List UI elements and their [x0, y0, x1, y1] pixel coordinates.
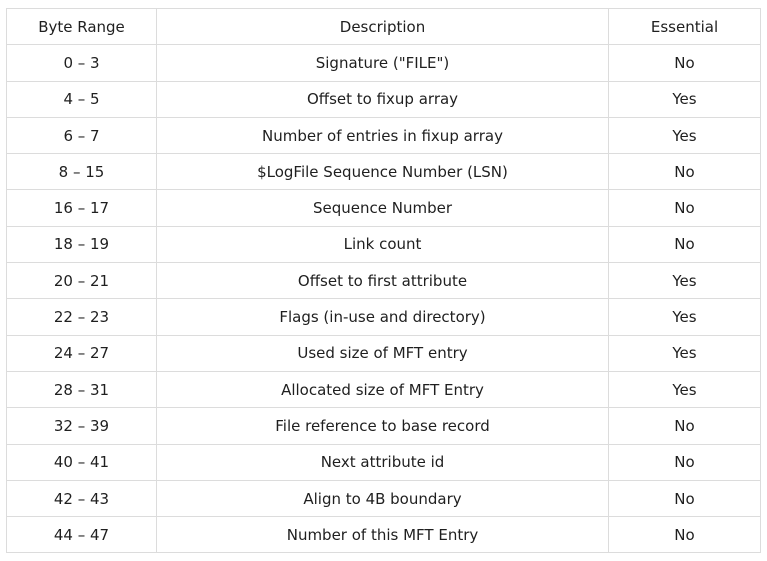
cell-essential: No [608, 516, 761, 554]
cell-byte-range: 20 – 21 [6, 262, 157, 300]
cell-description: Used size of MFT entry [156, 334, 609, 372]
cell-byte-range: 0 – 3 [6, 44, 157, 82]
cell-essential: Yes [608, 334, 761, 372]
cell-byte-range: 22 – 23 [6, 298, 157, 336]
cell-essential: No [608, 153, 761, 191]
cell-byte-range: 32 – 39 [6, 407, 157, 445]
cell-byte-range: 16 – 17 [6, 189, 157, 227]
cell-description: Align to 4B boundary [156, 479, 609, 518]
cell-description: Allocated size of MFT Entry [156, 370, 609, 409]
cell-description: Number of this MFT Entry [156, 516, 609, 554]
cell-essential: No [608, 225, 761, 264]
cell-description: Offset to first attribute [156, 262, 609, 300]
cell-description: Next attribute id [156, 443, 609, 481]
cell-essential: No [608, 189, 761, 227]
cell-byte-range: 6 – 7 [6, 116, 157, 155]
cell-byte-range: 24 – 27 [6, 334, 157, 372]
cell-essential: Yes [608, 80, 761, 118]
cell-essential: No [608, 479, 761, 518]
cell-essential: Yes [608, 370, 761, 409]
cell-byte-range: 42 – 43 [6, 479, 157, 518]
cell-description: File reference to base record [156, 407, 609, 445]
cell-description: Signature ("FILE") [156, 44, 609, 82]
cell-essential: No [608, 44, 761, 82]
cell-byte-range: 44 – 47 [6, 516, 157, 554]
cell-description: $LogFile Sequence Number (LSN) [156, 153, 609, 191]
cell-essential: Yes [608, 262, 761, 300]
cell-description: Flags (in-use and directory) [156, 298, 609, 336]
header-byte-range: Byte Range [6, 7, 157, 46]
table-header-row: Byte Range Description Essential [6, 7, 761, 46]
header-essential: Essential [608, 7, 761, 46]
cell-essential: Yes [608, 116, 761, 155]
cell-byte-range: 40 – 41 [6, 443, 157, 481]
cell-essential: Yes [608, 298, 761, 336]
cell-essential: No [608, 443, 761, 481]
cell-description: Link count [156, 225, 609, 264]
table-row: 8 – 15$LogFile Sequence Number (LSN)No [6, 153, 761, 191]
cell-description: Number of entries in fixup array [156, 116, 609, 155]
cell-byte-range: 4 – 5 [6, 80, 157, 118]
cell-byte-range: 28 – 31 [6, 370, 157, 409]
cell-description: Sequence Number [156, 189, 609, 227]
header-description: Description [156, 7, 609, 46]
cell-byte-range: 8 – 15 [6, 153, 157, 191]
cell-description: Offset to fixup array [156, 80, 609, 118]
cell-byte-range: 18 – 19 [6, 225, 157, 264]
cell-essential: No [608, 407, 761, 445]
